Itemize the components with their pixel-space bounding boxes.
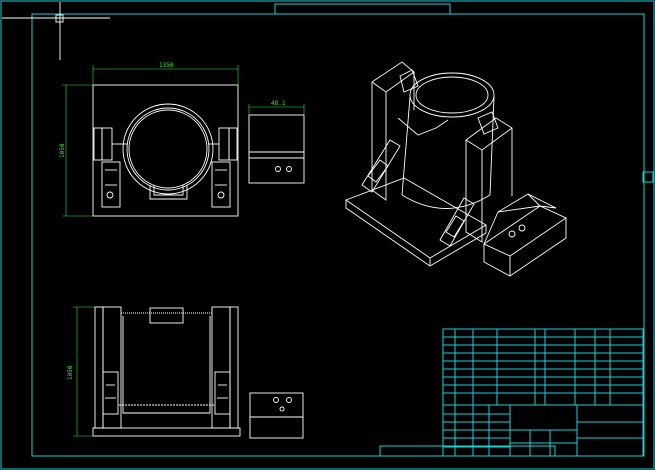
dimension-control-box-width: 48.1 <box>271 100 286 107</box>
isometric-view <box>345 61 567 277</box>
top-view-dimensions <box>62 65 239 217</box>
dimension-top-height: 1050 <box>59 143 66 158</box>
control-box-front-view <box>249 392 304 439</box>
control-box-top-view <box>248 104 305 184</box>
front-view <box>73 306 241 437</box>
dimension-front-height: 1050 <box>67 365 74 380</box>
title-block <box>442 328 644 457</box>
top-view <box>92 84 239 217</box>
dimension-top-width: 1350 <box>159 62 174 69</box>
ucs-cursor[interactable] <box>2 2 110 60</box>
